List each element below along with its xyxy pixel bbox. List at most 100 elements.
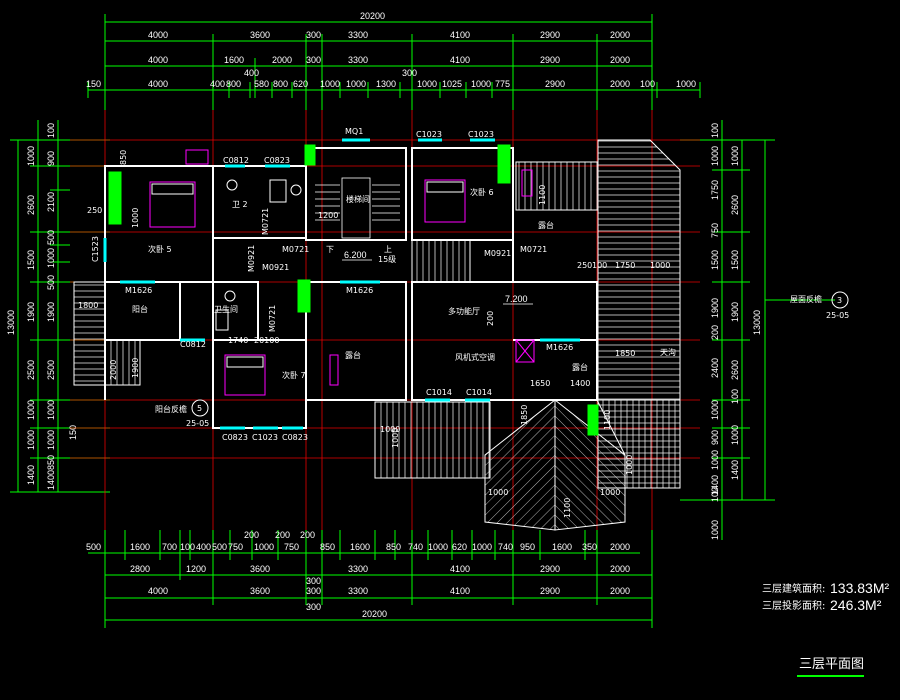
- bed-7: [224, 354, 266, 396]
- dim-bot-r1-2: 700: [162, 542, 177, 552]
- section-callout-5: 阳台反檐 5 25-05: [155, 399, 209, 428]
- dim-right-i6: 200: [710, 325, 720, 340]
- dim-top-r3-0: 150: [86, 79, 101, 89]
- room-bath2: 卫 2: [232, 200, 248, 209]
- dim-left-o2: 1500: [26, 250, 36, 270]
- dim-left-o7: 1400: [26, 465, 36, 485]
- tag-m0721c: M0721: [520, 245, 547, 254]
- idim-1850: 1850: [615, 349, 635, 358]
- dim-top-r3-8: 1000: [346, 79, 366, 89]
- idim-1750: 1750: [615, 261, 635, 270]
- dim-top-r3-14: 2900: [545, 79, 565, 89]
- bed-6: [424, 179, 466, 223]
- balcony-mid-walls: [305, 281, 407, 401]
- dim-bot-r1-1: 1600: [130, 542, 150, 552]
- dim-top-r3-7: 1000: [320, 79, 340, 89]
- furniture: [149, 149, 535, 396]
- dim-top-r3-3: 800: [226, 79, 241, 89]
- idim-1850b: 1850: [520, 405, 529, 425]
- dim-bot-r1-16: 740: [498, 542, 513, 552]
- dim-top-r2-6: 2900: [540, 55, 560, 65]
- dim-right-i9: 900: [710, 430, 720, 445]
- dim-bot-r2-5: 2900: [540, 564, 560, 574]
- dim-right-o6: 1000: [730, 425, 740, 445]
- roof-right-top: [515, 161, 599, 211]
- dim-bot-r3-3: 3300: [348, 586, 368, 596]
- dim-right-i12: 100: [710, 487, 720, 502]
- dim-left-i10: 850: [46, 455, 56, 470]
- idim-1100c: 1100: [603, 410, 612, 430]
- dim-right-i11: 1400: [710, 475, 720, 495]
- dim-bot-r1x-2: 200: [300, 530, 315, 540]
- dim-bot-r1-4: 400: [196, 542, 211, 552]
- green-columns: [108, 144, 599, 436]
- dim-bot-r1-7: 1000: [254, 542, 274, 552]
- tag-c1523: C1523: [91, 236, 100, 262]
- idim-20100: 20100: [254, 336, 279, 345]
- dim-left-i2: 2100: [46, 192, 56, 212]
- dim-bot-r1-15: 1000: [472, 542, 492, 552]
- elevation-6200: 6.200: [344, 250, 367, 260]
- stair-steps: 15级: [378, 254, 396, 264]
- dim-left-o3: 1900: [26, 302, 36, 322]
- dim-top-r2-7: 2000: [610, 55, 630, 65]
- dim-top-r2-4: 3300: [348, 55, 368, 65]
- windows: [103, 138, 580, 430]
- tag-c1014a: C1014: [426, 388, 452, 397]
- dim-bot-r1x-0: 200: [244, 530, 259, 540]
- idim-100: 100: [592, 261, 607, 270]
- tag-c1023b: C1023: [468, 130, 494, 139]
- dim-bot-r2-4: 4100: [450, 564, 470, 574]
- dim-top-r1-1: 3600: [250, 30, 270, 40]
- dim-bot-r3-2: 300: [306, 586, 321, 596]
- dim-left-i5: 500: [46, 275, 56, 290]
- idim-1100: 1100: [538, 185, 547, 205]
- ac-unit-2: [329, 354, 339, 386]
- idim-850: 850: [119, 150, 128, 165]
- callout3-text: 屋面反檐: [790, 294, 822, 304]
- room-bedroom6: 次卧 6: [470, 187, 494, 197]
- dim-right-overall: 13000: [752, 310, 762, 335]
- dim-top-r3-2: 400: [210, 79, 225, 89]
- area-notes: 三层建筑面积: 133.83M² 三层投影面积: 246.3M²: [762, 580, 889, 613]
- dim-top-r1-4: 4100: [450, 30, 470, 40]
- idim-1100b: 1100: [563, 498, 572, 518]
- dim-top-r2-1: 1600: [224, 55, 244, 65]
- dim-top-r2-0: 4000: [148, 55, 168, 65]
- dim-left-i9: 1000: [46, 430, 56, 450]
- dim-right-i3: 750: [710, 223, 720, 238]
- idim-1000f: 1000: [625, 455, 634, 475]
- dim-left-x0: 150: [68, 425, 78, 440]
- dim-bot-r1-19: 350: [582, 542, 597, 552]
- dim-top-r3-9: 1300: [376, 79, 396, 89]
- idim-1000g: 1000: [131, 208, 140, 228]
- dim-bot-r1-20: 2000: [610, 542, 630, 552]
- dim-left-i8: 1000: [46, 400, 56, 420]
- room-balcony-left: 阳台: [132, 304, 148, 314]
- roof-bottom-right: [596, 399, 681, 489]
- idim-2000: 2000: [109, 360, 118, 380]
- dim-bot-r3-5: 2900: [540, 586, 560, 596]
- dim-bot-r2-1: 1200: [186, 564, 206, 574]
- ac-unit-1: [515, 339, 535, 363]
- bath2-walls: [212, 165, 307, 239]
- tag-c0823a: C0823: [264, 156, 290, 165]
- dim-top-r3-16: 100: [640, 79, 655, 89]
- callout3-num: 3: [837, 296, 842, 305]
- idim-1200: 1200: [318, 211, 338, 220]
- idim-1800: 1800: [78, 301, 98, 310]
- dim-left-i6: 1900: [46, 302, 56, 322]
- bed-5: [149, 181, 196, 228]
- dim-bot-r1-8: 750: [284, 542, 299, 552]
- room-ac: 风机式空调: [455, 352, 495, 362]
- dim-bot-r3-4: 4100: [450, 586, 470, 596]
- dim-top-r3-5: 800: [273, 79, 288, 89]
- dim-top-r2x-1: 300: [402, 68, 417, 78]
- stair-up: 上: [384, 245, 392, 254]
- top-dimension-texts: 20200 4000 3600 300 3300 4100 2900 2000 …: [86, 11, 696, 89]
- room-labels: 次卧 5 次卧 6 次卧 7 卫 2 卫生间 楼梯间 多功能厅 阳台 露台 露台…: [132, 187, 676, 380]
- proj-area-value: 246.3M²: [830, 597, 882, 613]
- dim-top-r3-15: 2000: [610, 79, 630, 89]
- tag-c0812: C0812: [223, 156, 249, 165]
- door-window-tags: MQ1 C1023 C1023 C0812 C0823 M0721 M0721 …: [91, 127, 573, 442]
